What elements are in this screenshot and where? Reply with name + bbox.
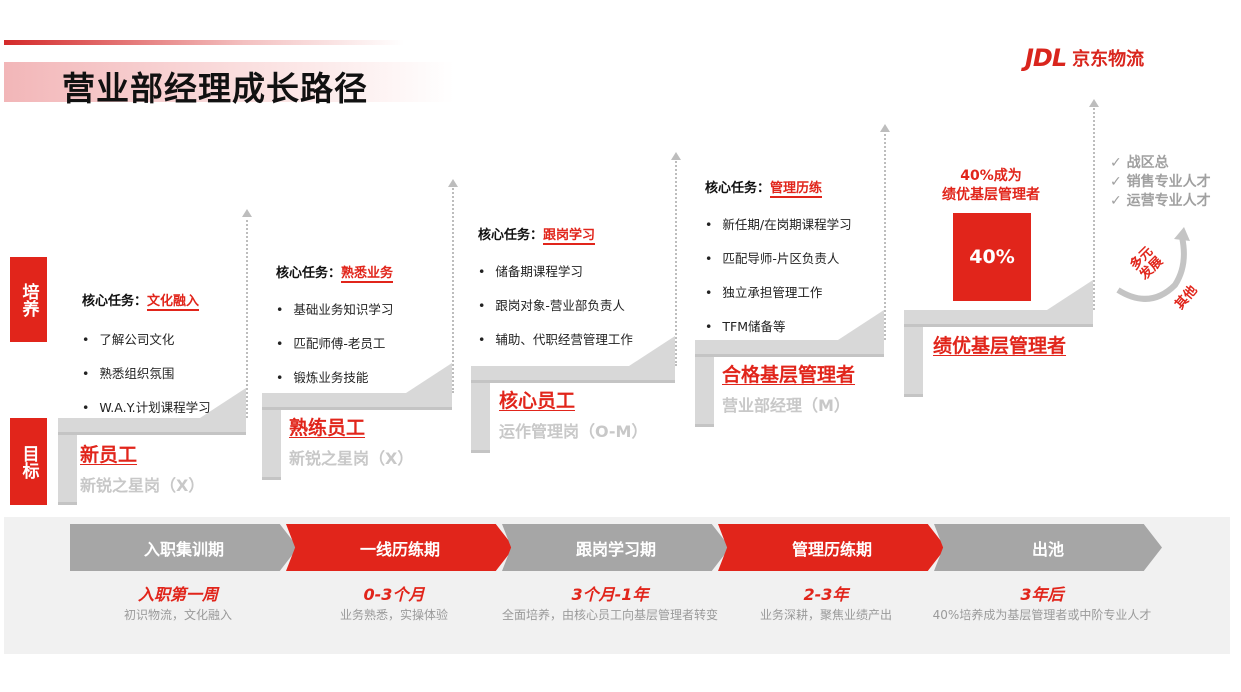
jdl-logo: JDL 京东物流 [1025,44,1144,72]
phase-period: 3年后 [1020,585,1064,604]
percent-box: 40% [953,213,1031,301]
phase-description: 业务熟悉，实操体验 [339,608,448,622]
step-tread [471,366,675,383]
curved-arrow-icon [1116,227,1190,302]
check-icon: ✓ [1110,174,1127,190]
stage-2-position: 新锐之星岗（X） [289,449,414,468]
up-arrow-icon [671,152,681,366]
headline-line-1: 40%成为 [960,168,1022,184]
step-riser [695,340,714,427]
stage-2-task: 核心任务：熟悉业务 基础业务知识学习 匹配师傅-老员工 锻炼业务技能 [276,262,393,401]
logo-text: 京东物流 [1072,49,1145,70]
phase-description: 业务深耕，聚焦业绩产出 [759,608,892,622]
logo-mark: JDL [1025,44,1067,72]
label-goal-text: 目标 [18,444,39,479]
task-item: 匹配导师-片区负责人 [705,248,852,282]
step-tread [904,310,1093,327]
task-name: 熟悉业务 [341,266,394,283]
check-icon: ✓ [1110,193,1127,209]
stage-5-headline: 40%成为 绩优基层管理者 [920,167,1062,205]
stage-2-goal: 熟练员工 [289,417,366,439]
phase-period: 2-3年 [803,585,849,604]
task-item: 储备期课程学习 [478,261,633,295]
phase-chevron: 管理历练期 [718,524,946,571]
step-wedge [1047,280,1093,310]
stage-1-task: 核心任务：文化融入 了解公司文化 熟悉组织氛围 W.A.Y.计划课程学习 [82,290,211,431]
task-item: 匹配师傅-老员工 [276,333,393,367]
stage-3-position: 运作管理岗（O-M） [499,422,648,441]
header-accent-line [4,40,404,45]
task-item: TFM储备等 [705,316,852,350]
task-item: 辅助、代职经营管理工作 [478,329,633,363]
outcome-list: ✓ 战区总 ✓ 销售专业人才 ✓ 运营专业人才 [1110,154,1211,211]
task-item: 新任期/在岗期课程学习 [705,214,851,248]
outcome-item: ✓ 运营专业人才 [1110,193,1211,209]
task-item: 基础业务知识学习 [276,299,393,333]
step-riser [471,366,490,453]
task-name: 管理历练 [770,181,823,198]
stage-1-position: 新锐之星岗（X） [80,476,205,495]
page-title: 营业部经理成长路径 [62,69,368,108]
task-prefix: 核心任务： [478,228,544,243]
stage-4-task: 核心任务：管理历练 新任期/在岗期课程学习 匹配导师-片区负责人 独立承担管理工… [705,177,852,350]
task-item: W.A.Y.计划课程学习 [82,397,210,431]
stage-3-task: 核心任务：跟岗学习 储备期课程学习 跟岗对象-营业部负责人 辅助、代职经营管理工… [478,224,633,363]
step-riser [904,310,923,397]
up-arrow-icon [242,209,252,418]
title-band [4,62,454,102]
phase-description: 全面培养，由核心员工向基层管理者转变 [501,608,718,622]
stage-4-goal: 合格基层管理者 [722,364,856,386]
stage-1-goal: 新员工 [80,444,138,466]
phase-chevron: 出池 [934,524,1162,571]
outcome-item: ✓ 销售专业人才 [1110,174,1211,190]
label-cultivate-text: 培养 [18,282,39,317]
task-name: 文化融入 [147,294,200,311]
step-riser [262,393,281,480]
phase-chevron: 跟岗学习期 [502,524,730,571]
task-item: 了解公司文化 [82,329,211,363]
label-goal: 目标 [10,418,47,505]
phase-period: 入职第一周 [137,585,218,604]
phase-period: 0-3个月 [363,585,425,604]
task-prefix: 核心任务： [705,181,771,196]
up-arrow-icon [448,179,458,393]
stage-4-position: 营业部经理（M） [722,396,850,415]
task-prefix: 核心任务： [82,294,148,309]
step-wedge [629,336,675,366]
outcome-item: ✓ 战区总 [1110,155,1169,171]
task-item: 跟岗对象-营业部负责人 [478,295,633,329]
phase-description: 初识物流，文化融入 [123,608,232,622]
step-wedge [406,363,452,393]
task-item: 熟悉组织氛围 [82,363,211,397]
up-arrow-icon [1089,99,1099,310]
phase-chevron: 入职集训期 [70,524,298,571]
stage-3-goal: 核心员工 [499,390,576,412]
headline-line-2: 绩优基层管理者 [942,187,1040,203]
phase-period: 3个月-1年 [571,585,649,604]
task-name: 跟岗学习 [543,228,596,245]
label-cultivate: 培养 [10,257,47,342]
check-icon: ✓ [1110,155,1127,171]
task-item: 独立承担管理工作 [705,282,852,316]
phase-description: 40%培养成为基层管理者或中阶专业人才 [932,608,1152,622]
stage-5-goal: 绩优基层管理者 [933,335,1067,357]
up-arrow-icon [880,124,890,340]
step-riser [58,418,77,505]
phase-chevron: 一线历练期 [286,524,514,571]
task-prefix: 核心任务： [276,266,342,281]
task-item: 锻炼业务技能 [276,367,393,401]
